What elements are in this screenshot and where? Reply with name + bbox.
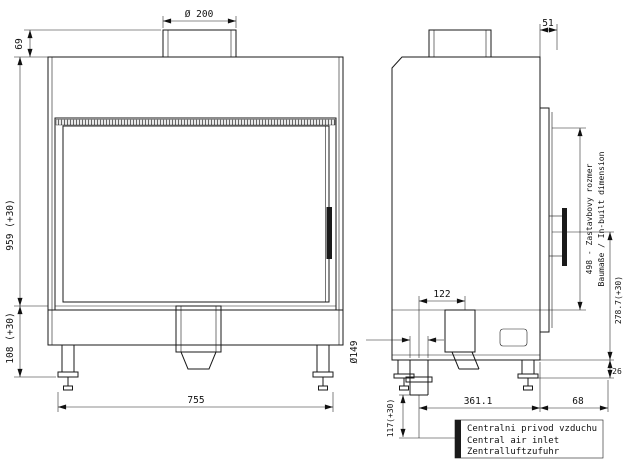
dim-flue-diameter: Ø 200: [162, 9, 237, 28]
dim-air-inlet-diameter: Ø149: [349, 336, 444, 363]
note-bar: [455, 420, 461, 458]
dim-depth-label: 361.1: [464, 396, 493, 407]
note-line-2: Central air inlet: [467, 436, 559, 446]
side-leg-right: [517, 359, 539, 391]
dim-collar-height: 69: [14, 29, 161, 58]
dim-top-depth: 51: [539, 18, 558, 57]
side-door-handle: [562, 208, 567, 266]
side-body: [391, 56, 541, 361]
dim-top-depth-label: 51: [542, 18, 554, 29]
dim-inbuilt-height: 498 - Zastavbovy rozmer Baumaße / In-bui…: [540, 127, 606, 311]
front-leg-left: [57, 344, 79, 391]
front-view: [47, 29, 344, 391]
side-view: [391, 29, 567, 396]
dim-front-depth-label: 68: [572, 396, 584, 407]
front-air-spigot: [175, 305, 222, 370]
dim-width-label: 755: [187, 395, 204, 406]
front-glass-door: [54, 117, 337, 311]
dim-inlet-height: 117(+30): [386, 394, 410, 438]
note-line-1: Centralni privod vzduchu: [467, 424, 597, 434]
side-flue-collar: [428, 29, 492, 58]
dim-total-height-label: 959 (+30): [5, 199, 16, 250]
note-line-3: Zentralluftzufuhr: [467, 447, 560, 457]
dim-inbuilt-label-1: 498 - Zastavbovy rozmer: [585, 163, 594, 274]
dim-width: 755: [57, 392, 334, 412]
dim-duct-offset: 122: [418, 289, 466, 358]
dim-duct-offset-label: 122: [433, 289, 450, 300]
side-air-duct: [444, 309, 480, 370]
dim-right-height-label: 278.7(+30): [614, 276, 623, 324]
dim-total-height: 959 (+30): [5, 57, 48, 307]
air-inlet-note: Centralni privod vzduchu Central air inl…: [399, 419, 604, 459]
front-leg-right: [312, 344, 334, 391]
dim-inlet-height-label: 117(+30): [386, 399, 395, 438]
dim-inbuilt-label-2: Baumaße / In-built dimension: [597, 151, 606, 286]
dim-collar-height-label: 69: [14, 38, 25, 50]
dim-flue-diameter-label: Ø 200: [185, 9, 214, 20]
door-handle: [326, 207, 332, 259]
dim-bottom-edge-label: 26: [612, 367, 622, 376]
dim-base-height: 108 (+30): [5, 306, 56, 378]
side-door: [539, 107, 567, 333]
dim-depth-chain: 361.1 68: [418, 362, 609, 438]
dim-air-inlet-diameter-label: Ø149: [349, 340, 360, 363]
rating-plate: [499, 328, 528, 347]
side-leg-left: [393, 359, 415, 391]
front-flue-collar: [162, 29, 237, 58]
dim-right-height: 278.7(+30) 26: [538, 231, 623, 379]
dim-base-height-label: 108 (+30): [5, 312, 16, 363]
frame-hatch-band: [55, 119, 336, 126]
